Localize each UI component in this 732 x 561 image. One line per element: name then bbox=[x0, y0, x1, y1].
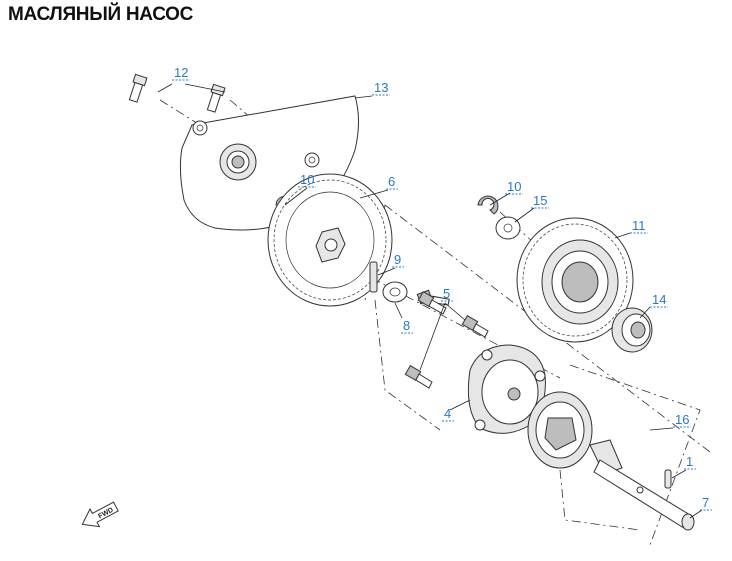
part-10-circlip-right bbox=[477, 195, 499, 215]
page-title: МАСЛЯНЫЙ НАСОС bbox=[8, 4, 194, 25]
leader-lines bbox=[157, 83, 703, 519]
callout-4: 4 bbox=[444, 406, 451, 421]
callout-15: 15 bbox=[533, 193, 547, 208]
fwd-label: FWD bbox=[97, 507, 114, 521]
pump-rotor bbox=[527, 391, 593, 469]
callout-10-left: 10 bbox=[300, 172, 314, 187]
callout-9: 9 bbox=[394, 252, 401, 267]
part-14-bearing bbox=[611, 307, 653, 353]
part-12-bolts bbox=[128, 73, 226, 113]
callout-16: 16 bbox=[675, 412, 689, 427]
callout-10-right: 10 bbox=[507, 179, 521, 194]
callout-6: 6 bbox=[388, 174, 395, 189]
part-1-pin bbox=[664, 469, 672, 489]
part-4-pump-body bbox=[467, 344, 546, 434]
part-8-washer bbox=[382, 281, 408, 303]
part-15-washer bbox=[495, 216, 521, 240]
part-5-bolts bbox=[404, 289, 489, 389]
fwd-arrow-icon: FWD bbox=[81, 501, 119, 528]
part-6-large-gear bbox=[267, 173, 393, 307]
callout-1: 1 bbox=[686, 454, 693, 469]
pump-drive-shaft bbox=[589, 439, 695, 531]
callout-7: 7 bbox=[702, 495, 709, 510]
part-11-double-gear bbox=[516, 217, 634, 343]
callout-11: 11 bbox=[632, 218, 646, 233]
callout-12: 12 bbox=[174, 65, 188, 80]
callout-14: 14 bbox=[652, 292, 666, 307]
callouts: 12 13 10 6 9 8 5 4 10 15 11 14 16 1 7 bbox=[172, 65, 712, 511]
callout-8: 8 bbox=[403, 318, 410, 333]
callout-5: 5 bbox=[443, 286, 450, 301]
callout-13: 13 bbox=[374, 80, 388, 95]
part-9-pin bbox=[369, 261, 378, 293]
